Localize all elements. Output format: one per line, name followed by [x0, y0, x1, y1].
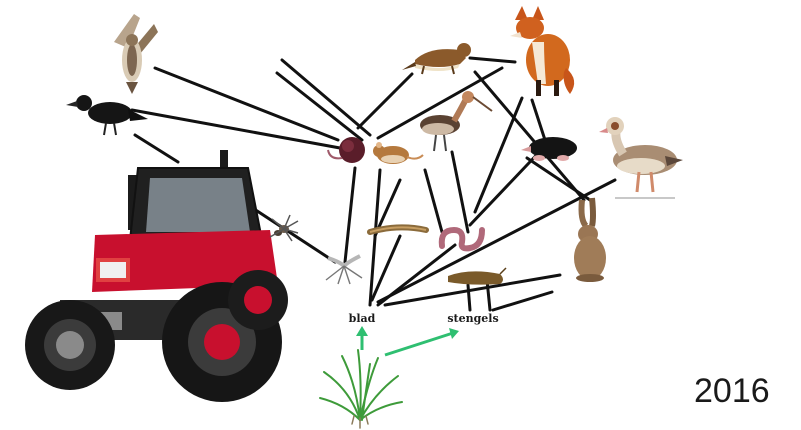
fox-icon: [510, 6, 574, 96]
crow-icon: [66, 95, 148, 135]
weasel-icon: [402, 43, 471, 74]
hare-icon: [574, 198, 606, 282]
mole-icon: [521, 137, 577, 161]
spider-icon: [270, 215, 298, 241]
grass-icon: [320, 350, 402, 428]
grass-arrows: [356, 326, 459, 355]
hawk-icon: [114, 14, 158, 94]
leaf-label: blad: [349, 312, 376, 325]
slug-icon: [448, 268, 506, 285]
mouse-icon: [373, 142, 423, 164]
larva-icon: [370, 227, 426, 232]
stems-label: stengels: [447, 312, 498, 325]
vole-icon: [328, 137, 365, 163]
year-label: 2016: [694, 372, 770, 411]
tractor-icon: [25, 150, 288, 402]
godwit-icon: [420, 91, 492, 151]
earthworm-icon: [442, 230, 482, 248]
goose-icon: [599, 117, 683, 198]
